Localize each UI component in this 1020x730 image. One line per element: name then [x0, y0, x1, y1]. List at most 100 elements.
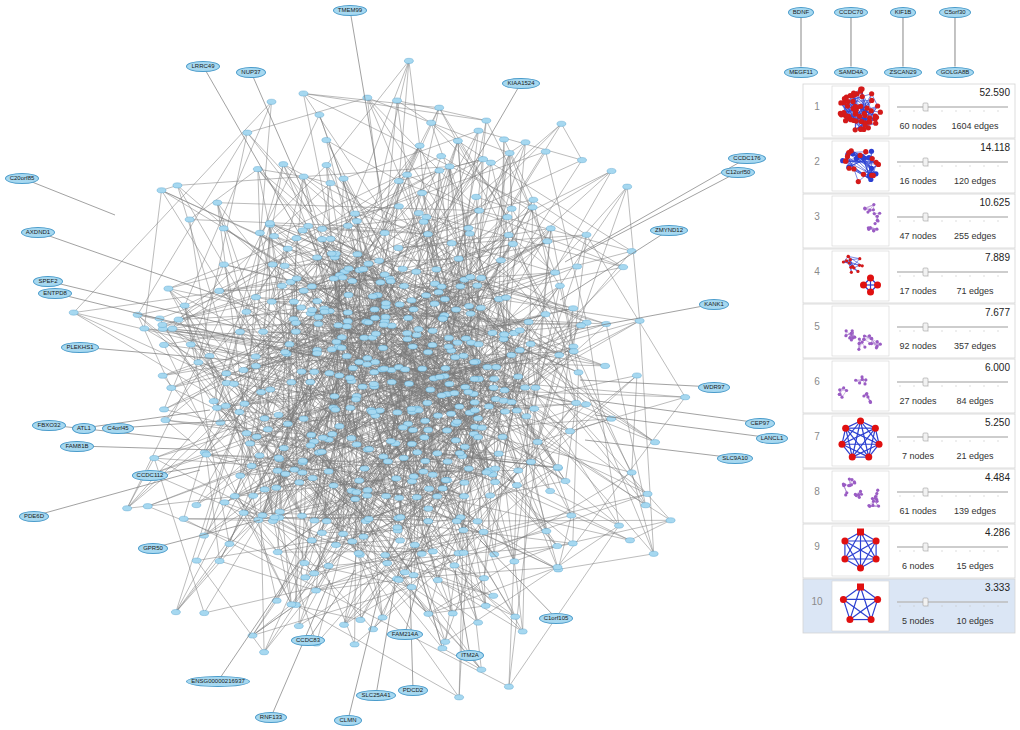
protein-node — [370, 370, 379, 375]
protein-node — [410, 542, 419, 547]
interaction-line — [437, 496, 630, 540]
interaction-line — [640, 321, 654, 554]
protein-node — [569, 349, 578, 354]
interaction-line — [476, 124, 561, 197]
interaction-line — [270, 223, 456, 309]
protein-node — [342, 354, 351, 359]
protein-node — [318, 226, 327, 231]
interaction-line — [505, 321, 640, 390]
protein-node — [363, 493, 372, 498]
interaction-line — [443, 318, 655, 442]
protein-node — [352, 442, 361, 447]
protein-node — [409, 573, 418, 578]
interaction-line — [436, 269, 573, 308]
protein-node — [464, 226, 473, 231]
protein-node — [239, 367, 248, 372]
protein-node — [404, 58, 413, 63]
protein-node — [268, 262, 277, 267]
protein-node — [161, 418, 170, 423]
protein-node — [292, 320, 301, 325]
protein-node — [453, 138, 462, 143]
protein-node — [561, 478, 570, 483]
interaction-line — [294, 408, 333, 470]
interaction-line — [383, 489, 429, 618]
interaction-line — [197, 433, 247, 560]
protein-node — [174, 317, 183, 322]
protein-node — [444, 344, 453, 349]
protein-node — [220, 500, 229, 505]
interaction-line — [509, 442, 538, 687]
protein-node — [529, 197, 538, 202]
protein-node — [465, 231, 474, 236]
interaction-line — [285, 377, 439, 474]
interaction-line — [360, 146, 420, 270]
protein-node — [260, 487, 269, 492]
interaction-line — [558, 554, 654, 570]
interaction-line — [457, 308, 481, 521]
protein-node — [414, 327, 423, 332]
interaction-line — [258, 342, 336, 520]
interaction-line — [445, 526, 619, 642]
protein-node — [499, 337, 508, 342]
protein-node — [251, 295, 260, 300]
protein-node — [339, 176, 348, 181]
node-cloud — [69, 58, 690, 700]
interaction-line — [460, 241, 547, 286]
protein-node — [381, 553, 390, 558]
protein-node — [555, 283, 564, 288]
protein-node — [318, 237, 327, 242]
interaction-line — [400, 480, 447, 540]
protein-node — [235, 409, 244, 414]
protein-node — [465, 304, 474, 309]
interaction-line — [303, 230, 349, 295]
protein-node — [313, 255, 322, 260]
interaction-line — [399, 494, 648, 580]
interaction-line — [375, 131, 478, 318]
interaction-line — [177, 185, 244, 403]
protein-node — [521, 385, 530, 390]
protein-node — [171, 610, 180, 615]
protein-node — [441, 366, 450, 371]
interaction-line — [408, 395, 442, 423]
protein-node — [283, 421, 292, 426]
interaction-line — [168, 222, 423, 289]
interaction-line — [261, 348, 342, 392]
protein-node — [332, 339, 341, 344]
interaction-line — [422, 193, 520, 331]
interaction-line — [414, 476, 464, 496]
interaction-line — [334, 486, 516, 617]
interaction-line — [538, 187, 628, 442]
interaction-line — [168, 289, 338, 326]
protein-node — [479, 157, 488, 162]
interaction-line — [632, 376, 637, 473]
protein-node — [500, 332, 509, 337]
interaction-line — [367, 98, 431, 123]
interaction-line — [438, 580, 515, 617]
protein-node — [352, 490, 361, 495]
protein-node — [574, 370, 583, 375]
protein-node — [441, 639, 450, 644]
interaction-line — [138, 133, 248, 315]
interaction-line — [355, 467, 558, 644]
interaction-line — [557, 520, 670, 546]
interaction-line — [566, 403, 577, 481]
protein-node — [445, 164, 454, 169]
interaction-line — [438, 437, 503, 580]
interaction-line — [438, 580, 494, 596]
protein-node — [294, 623, 303, 628]
interaction-line — [478, 131, 582, 160]
interaction-line — [464, 260, 501, 356]
protein-node — [322, 519, 331, 524]
interaction-line — [260, 233, 386, 303]
protein-node — [555, 352, 564, 357]
protein-node — [444, 335, 453, 340]
protein-node — [424, 611, 433, 616]
interaction-line — [154, 458, 204, 613]
protein-node — [393, 98, 402, 103]
protein-node — [424, 350, 433, 355]
interaction-line — [449, 384, 557, 546]
interaction-line — [478, 521, 516, 616]
interaction-line — [287, 326, 347, 353]
interaction-line — [517, 376, 637, 486]
protein-node — [363, 356, 372, 361]
